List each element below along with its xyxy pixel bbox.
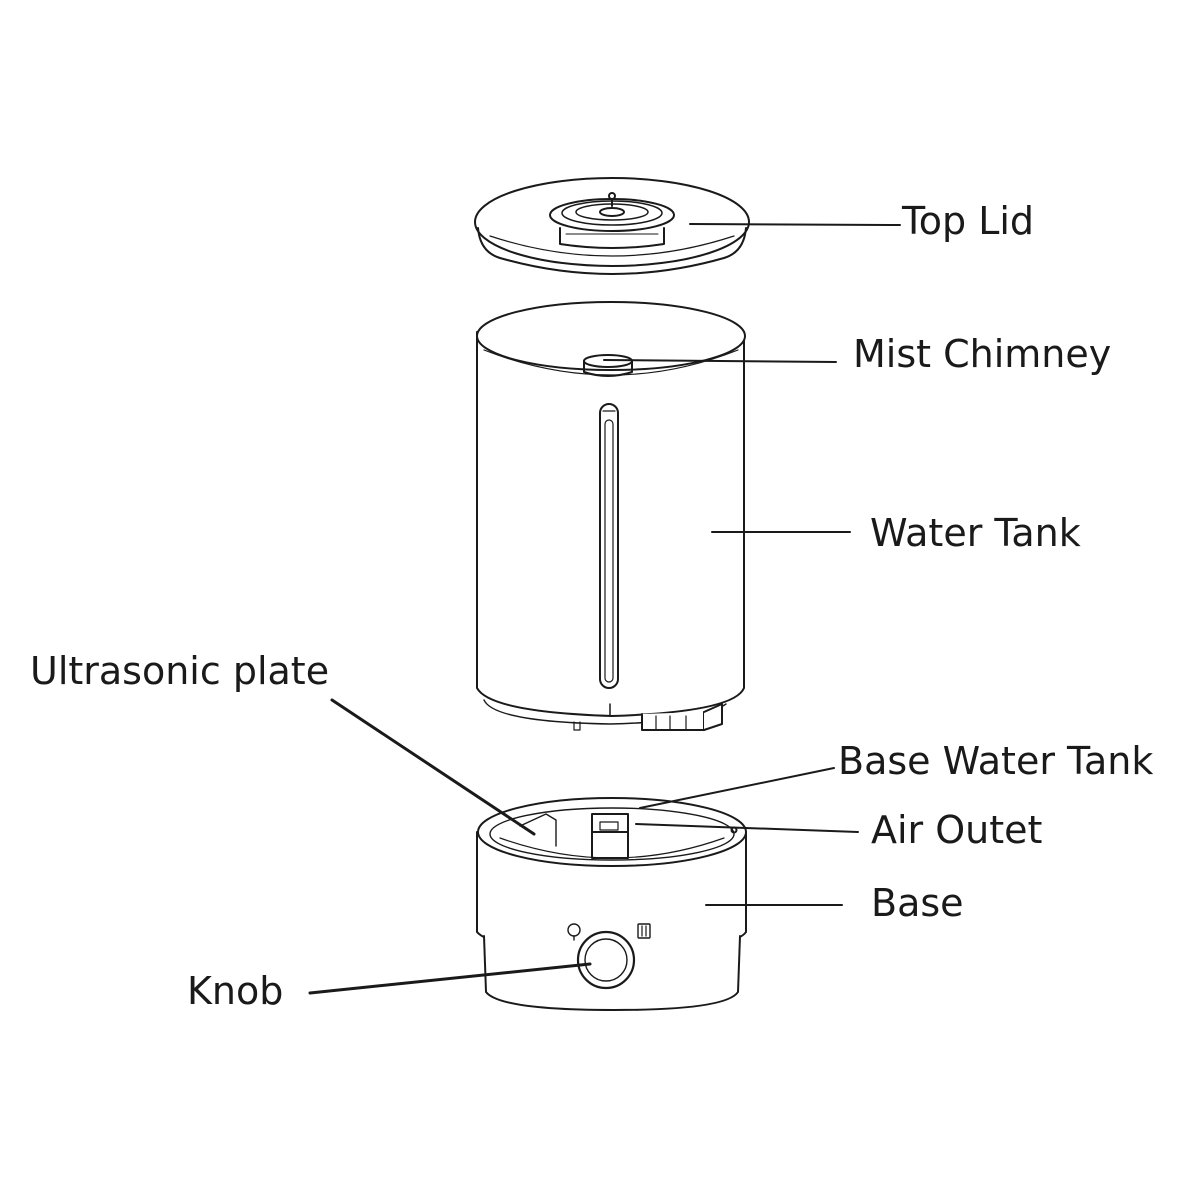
water-tank-illustration (476, 301, 746, 731)
knob-label: Knob (187, 969, 284, 1013)
leader-base-water-tank (639, 767, 835, 809)
ultrasonic-plate-label: Ultrasonic plate (30, 649, 330, 693)
leader-mist-chimney (603, 359, 837, 363)
leader-knob (308, 962, 592, 995)
mist-chimney-label: Mist Chimney (853, 332, 1112, 376)
water-tank-label: Water Tank (870, 511, 1081, 555)
base-water-tank-label: Base Water Tank (838, 739, 1154, 783)
base-illustration (476, 797, 747, 1011)
leader-lines (308, 223, 901, 995)
top-lid-illustration (474, 177, 750, 275)
air-outlet-label: Air Outet (871, 808, 1043, 852)
leader-top-lid (689, 223, 901, 226)
leader-air-outlet (635, 823, 859, 833)
top-lid-label: Top Lid (902, 199, 1035, 243)
leader-ultrasonic-plate (330, 698, 536, 836)
base-label: Base (871, 881, 964, 925)
